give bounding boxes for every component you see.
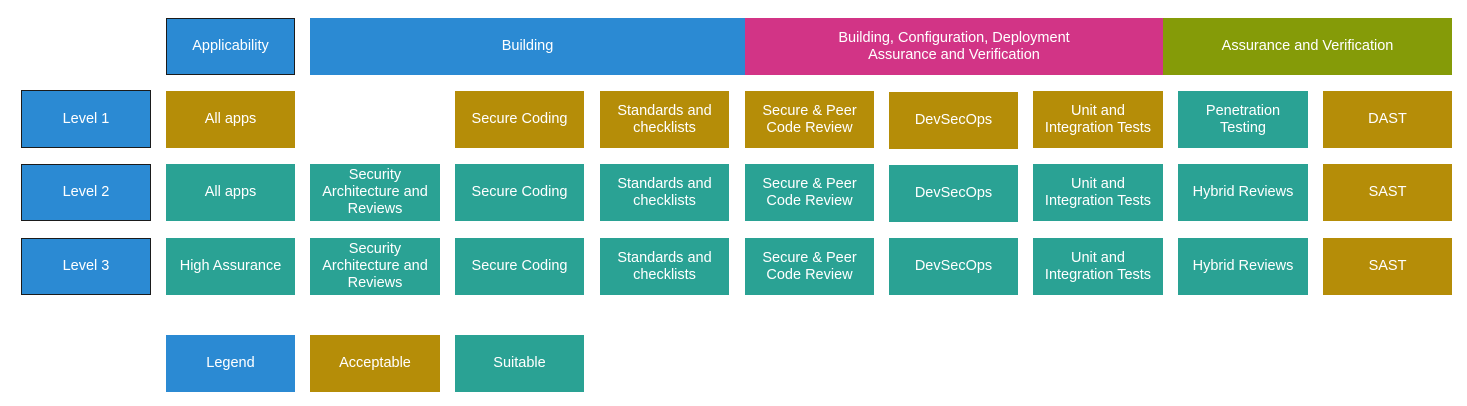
level-3-applicability: High Assurance — [166, 238, 295, 295]
legend-suitable: Suitable — [455, 335, 584, 392]
level-1-secure-coding: Secure Coding — [455, 91, 584, 148]
header-applicability: Applicability — [166, 18, 295, 75]
level-2-applicability: All apps — [166, 164, 295, 221]
level-2-label: Level 2 — [21, 164, 151, 221]
level-1-devsecops: DevSecOps — [889, 92, 1018, 149]
level-2-secure-coding: Secure Coding — [455, 164, 584, 221]
level-1-applicability: All apps — [166, 91, 295, 148]
level-3-label: Level 3 — [21, 238, 151, 295]
level-2-sast: SAST — [1323, 164, 1452, 221]
legend-acceptable: Acceptable — [310, 335, 440, 392]
level-3-hybrid-reviews: Hybrid Reviews — [1178, 238, 1308, 295]
level-3-sast: SAST — [1323, 238, 1452, 295]
level-2-hybrid-reviews: Hybrid Reviews — [1178, 164, 1308, 221]
level-3-devsecops: DevSecOps — [889, 238, 1018, 295]
level-1-dast: DAST — [1323, 91, 1452, 148]
level-3-secure-coding: Secure Coding — [455, 238, 584, 295]
legend-title: Legend — [166, 335, 295, 392]
level-1-label: Level 1 — [21, 90, 151, 148]
header-building: Building — [310, 18, 745, 75]
header-assurance-verification: Assurance and Verification — [1163, 18, 1452, 75]
level-2-devsecops: DevSecOps — [889, 165, 1018, 222]
